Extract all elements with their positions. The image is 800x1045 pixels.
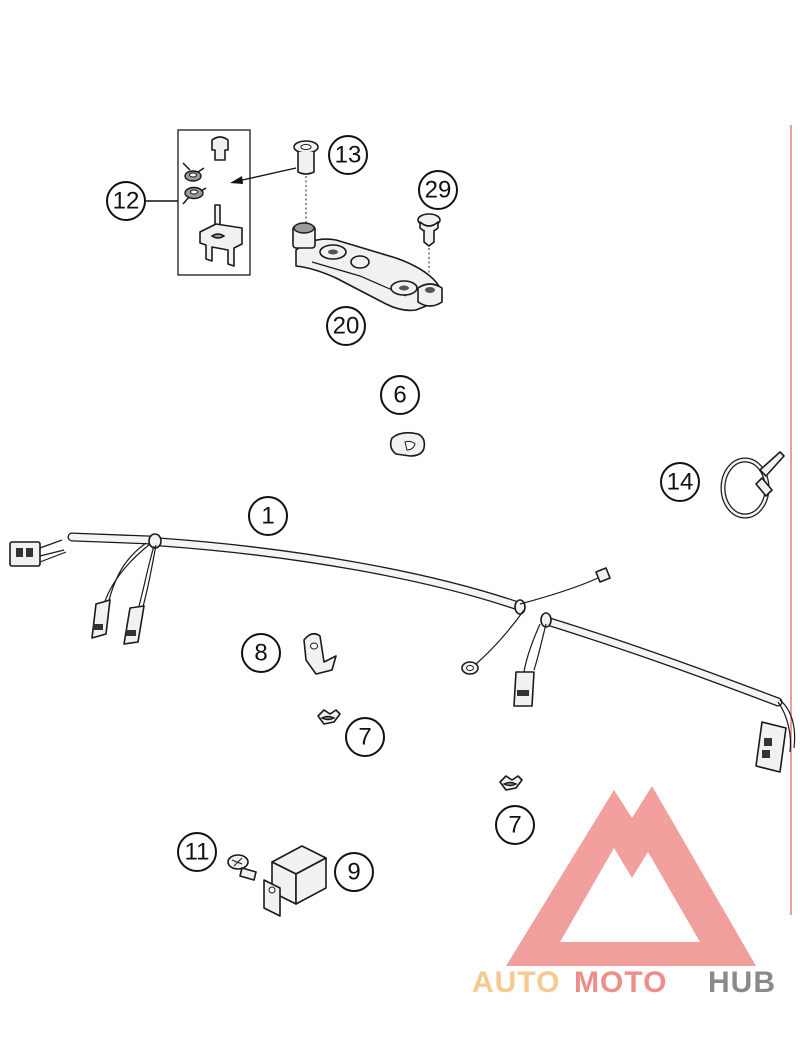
callout-13: 13 <box>328 135 368 175</box>
part-13-bushing <box>293 140 319 228</box>
part-12-terminal-assembly <box>177 129 251 276</box>
callout-9: 9 <box>334 852 374 892</box>
svg-text:7: 7 <box>358 724 371 751</box>
part-20-bracket <box>292 222 443 312</box>
part-8-bracket <box>303 632 337 675</box>
callout-14: 14 <box>660 462 700 502</box>
brand-moto: MOTO <box>574 966 667 999</box>
svg-text:1: 1 <box>261 503 274 530</box>
svg-text:14: 14 <box>667 469 694 496</box>
part-14-cable-tie <box>720 451 785 519</box>
callout-29: 29 <box>418 170 458 210</box>
part-6-clip <box>389 431 426 457</box>
svg-text:29: 29 <box>425 177 452 204</box>
callout-11: 11 <box>177 832 217 872</box>
svg-text:20: 20 <box>333 313 360 340</box>
callout-7-lower: 7 <box>495 805 535 845</box>
brand-logo-triangle <box>506 786 756 966</box>
svg-text:6: 6 <box>393 382 406 409</box>
callout-12: 12 <box>106 181 146 221</box>
callout-7-upper: 7 <box>345 717 385 757</box>
callout-1: 1 <box>248 496 288 536</box>
part-29-rubber-button <box>417 213 441 288</box>
brand-wordmark: AUTO MOTO HUB <box>472 966 776 999</box>
callout-8: 8 <box>241 633 281 673</box>
svg-text:7: 7 <box>508 812 521 839</box>
brand-auto: AUTO <box>472 966 560 999</box>
part-9-relay-module <box>263 845 327 917</box>
callout-20: 20 <box>326 306 366 346</box>
svg-text:13: 13 <box>335 142 362 169</box>
brand-logo <box>506 786 756 966</box>
part-7-clip-upper <box>317 709 341 725</box>
arrow-13-to-12 <box>230 167 297 184</box>
part-11-screw <box>227 854 257 881</box>
part-7-clip-lower <box>499 775 523 791</box>
callout-6: 6 <box>380 375 420 415</box>
brand-hub: HUB <box>708 966 776 999</box>
svg-text:8: 8 <box>254 640 267 667</box>
svg-text:11: 11 <box>185 839 210 866</box>
svg-text:12: 12 <box>113 188 140 215</box>
svg-text:9: 9 <box>347 859 360 886</box>
part-1-wiring-harness <box>9 532 796 773</box>
